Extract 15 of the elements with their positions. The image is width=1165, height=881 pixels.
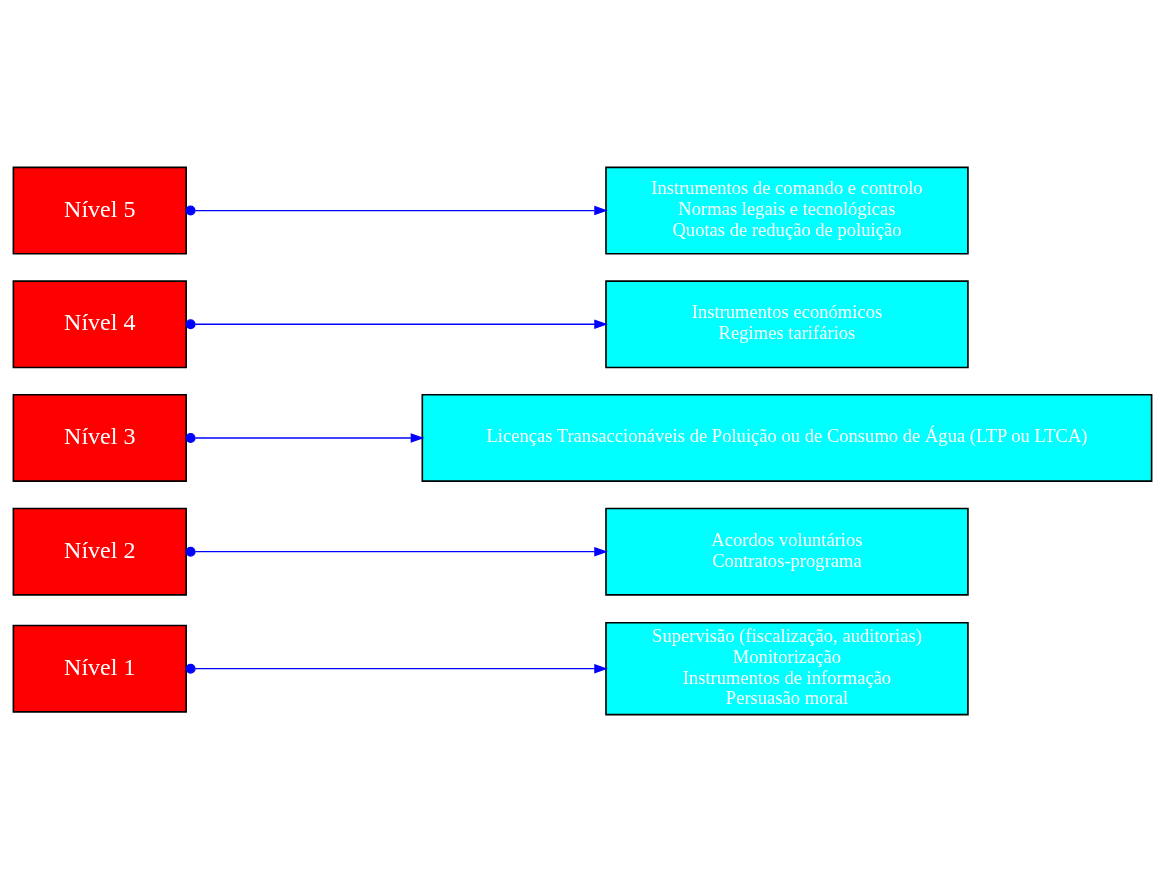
arrow [185, 432, 425, 443]
arrow [185, 205, 608, 216]
node-box: Instrumentos de comando e controlo Normas legais e tecnológicas Quotas de redução de poluição [605, 166, 969, 255]
node-box: Nível 5 [12, 166, 187, 255]
node-box: Nível 4 [12, 279, 187, 368]
node-box: Instrumentos económicos Regimes tarifários [605, 279, 969, 368]
node-box: Nível 2 [12, 507, 187, 596]
node-box: Acordos voluntários Contratos-programa [605, 507, 969, 596]
node-box: Supervisão (fiscalização, auditorias) Monitorização Instrumentos de informação Persuasão moral [605, 621, 969, 715]
arrow [185, 318, 608, 329]
node-box: Nível 1 [12, 624, 187, 713]
arrow [185, 546, 608, 557]
arrow [185, 663, 608, 674]
node-box: Nível 3 [12, 393, 187, 482]
node-box: Licenças Transaccionáveis de Poluição ou de Consumo de Água (LTP ou LTCA) [421, 393, 1153, 482]
